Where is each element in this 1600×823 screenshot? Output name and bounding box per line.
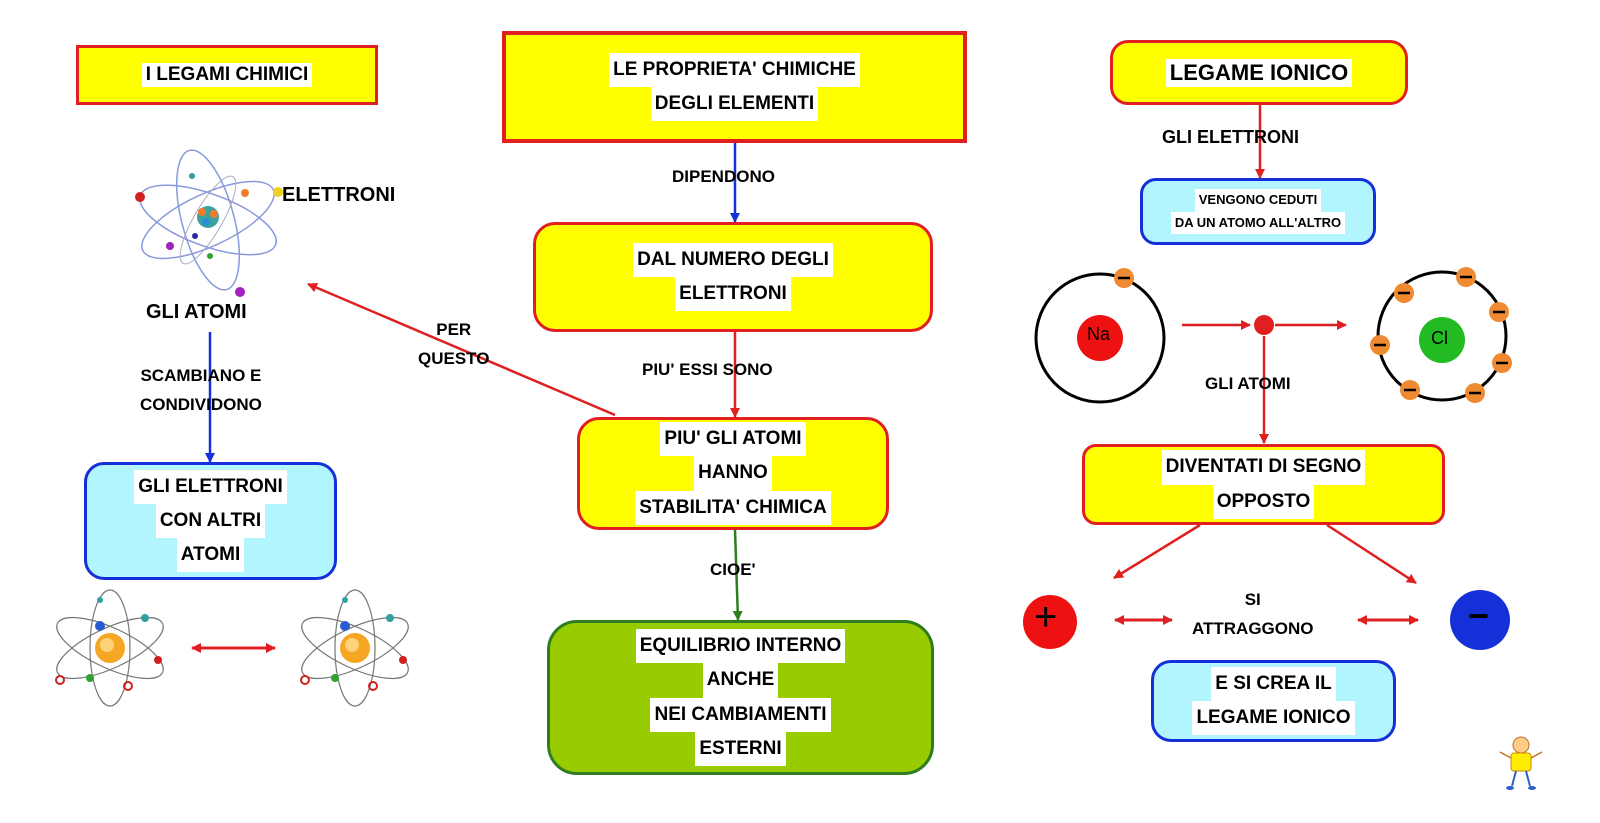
transferred-electron-icon: [1254, 315, 1274, 335]
electrons-label: ELETTRONI: [282, 184, 396, 206]
exchange-label-line-1: SCAMBIANO E: [140, 366, 262, 385]
plus-sign: +: [1034, 595, 1058, 639]
bond-box-line-1: E SI CREA IL: [1211, 666, 1336, 701]
mascot-icon: [1499, 736, 1543, 790]
right-electrons-label: GLI ELETTRONI: [1162, 127, 1299, 147]
arrow-for-this: [307, 282, 616, 417]
shared-box-line-2: CON ALTRI: [155, 503, 266, 539]
equilibrium-line-1: EQUILIBRIO INTERNO: [635, 628, 846, 664]
stability-box-line-3: STABILITA' CHIMICA: [635, 490, 831, 525]
atoms-label: GLI ATOMI: [146, 301, 247, 323]
center-title-line-2: DEGLI ELEMENTI: [650, 87, 819, 122]
opposite-box: DIVENTATI DI SEGNO OPPOSTO: [1082, 444, 1445, 525]
exchange-label-line-2: CONDIVIDONO: [140, 394, 262, 414]
sodium-atom-icon: [1034, 268, 1166, 404]
left-title: I LEGAMI CHIMICI: [141, 63, 313, 87]
opposite-box-line-1: DIVENTATI DI SEGNO: [1161, 450, 1366, 485]
attract-line-1: SI: [1244, 590, 1261, 609]
negative-ion-icon: [1450, 590, 1510, 650]
for-this-line-1: PER: [436, 320, 472, 339]
equilibrium-box: EQUILIBRIO INTERNO ANCHE NEI CAMBIAMENTI…: [547, 620, 934, 775]
opposite-box-line-2: OPPOSTO: [1212, 484, 1315, 519]
positive-ion-icon: [1023, 595, 1077, 649]
shared-electrons-box: GLI ELETTRONI CON ALTRI ATOMI: [84, 462, 337, 580]
center-title-line-1: LE PROPRIETA' CHIMICHE: [609, 52, 860, 87]
atom-illustration-left-icon: [55, 589, 164, 707]
bond-box-line-2: LEGAME IONICO: [1192, 701, 1355, 736]
for-this-line-2: QUESTO: [418, 348, 490, 368]
shared-box-line-3: ATOMI: [176, 538, 245, 573]
for-this-label: PER QUESTO: [418, 316, 489, 374]
arrow-to-negative: [1326, 523, 1417, 585]
arrow-cioe: [732, 529, 743, 621]
attract-label: SI ATTRAGGONO: [1192, 586, 1314, 644]
equilibrium-line-2: ANCHE: [702, 663, 779, 698]
right-title: LEGAME IONICO: [1165, 58, 1353, 87]
stability-box: PIU' GLI ATOMI HANNO STABILITA' CHIMICA: [577, 417, 889, 530]
more-label: PIU' ESSI SONO: [642, 360, 773, 379]
stability-box-line-1: PIU' GLI ATOMI: [660, 422, 806, 457]
attract-line-2: ATTRAGGONO: [1192, 618, 1314, 638]
chlorine-atom-icon: [1370, 267, 1512, 403]
equilibrium-line-3: NEI CAMBIAMENTI: [650, 697, 831, 732]
number-box: DAL NUMERO DEGLI ELETTRONI: [533, 222, 933, 332]
ceded-box-line-2: DA UN ATOMO ALL'ALTRO: [1170, 211, 1346, 235]
ceded-box: VENGONO CEDUTI DA UN ATOMO ALL'ALTRO: [1140, 178, 1376, 245]
arrow-to-positive: [1113, 523, 1201, 580]
left-title-box: I LEGAMI CHIMICI: [76, 45, 378, 105]
bond-box: E SI CREA IL LEGAME IONICO: [1151, 660, 1396, 742]
exchange-label: SCAMBIANO E CONDIVIDONO: [140, 362, 262, 420]
ceded-box-line-1: VENGONO CEDUTI: [1194, 188, 1322, 212]
center-title-box: LE PROPRIETA' CHIMICHE DEGLI ELEMENTI: [502, 31, 967, 143]
atom-illustration-main-icon: [135, 149, 283, 297]
shared-box-line-1: GLI ELETTRONI: [134, 469, 287, 504]
minus-sign: −: [1468, 595, 1490, 636]
number-box-line-2: ELETTRONI: [675, 277, 791, 312]
na-label: Na: [1087, 324, 1111, 344]
cioe-label: CIOE': [710, 560, 756, 579]
cl-label: Cl: [1431, 328, 1448, 348]
equilibrium-line-4: ESTERNI: [695, 731, 786, 767]
right-atoms-label: GLI ATOMI: [1205, 374, 1291, 393]
depend-label: DIPENDONO: [672, 167, 775, 186]
atom-illustration-right-icon: [300, 589, 409, 707]
stability-box-line-2: HANNO: [694, 456, 772, 491]
right-title-box: LEGAME IONICO: [1110, 40, 1408, 105]
number-box-line-1: DAL NUMERO DEGLI: [633, 242, 833, 277]
